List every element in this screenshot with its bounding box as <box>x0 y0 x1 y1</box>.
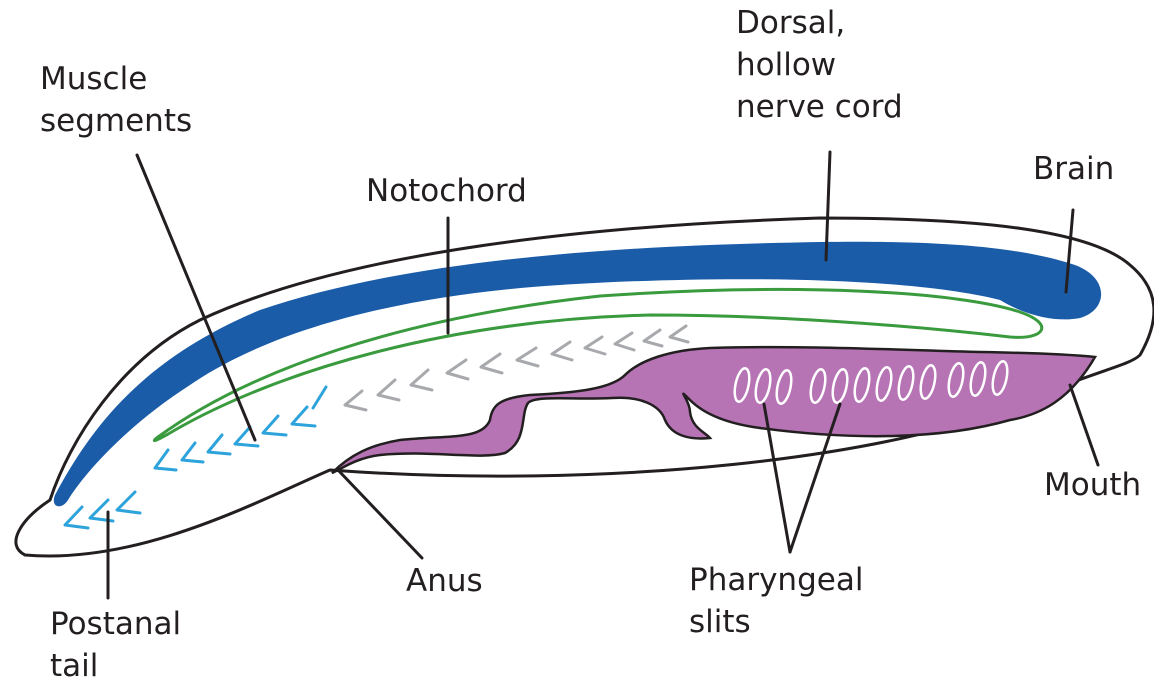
pointer-mouth <box>1070 385 1098 465</box>
label-pharyngeal-slits: Pharyngeal slits <box>689 559 863 643</box>
label-postanal-tail: Postanal tail <box>50 603 181 687</box>
label-mouth: Mouth <box>1044 464 1141 506</box>
label-dorsal-nerve-cord: Dorsal, hollow nerve cord <box>736 2 903 128</box>
label-muscle-segments: Muscle segments <box>40 58 192 142</box>
label-notochord: Notochord <box>366 170 527 212</box>
pointer-anus <box>338 470 422 558</box>
label-brain: Brain <box>1033 148 1114 190</box>
label-anus: Anus <box>406 560 483 602</box>
